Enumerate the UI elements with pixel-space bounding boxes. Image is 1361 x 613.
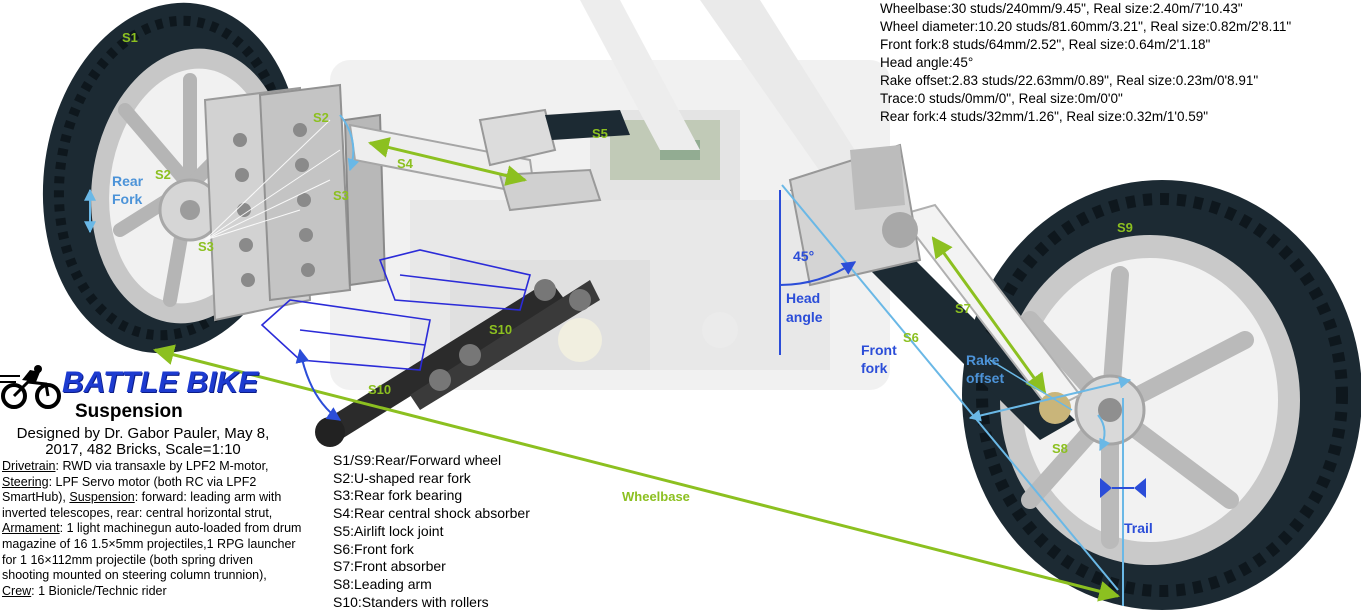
logo-subtitle: Suspension [75,401,183,422]
desc-value-steering: : LPF Servo motor (both RC via LPF2 Smar… [2,474,257,505]
dimension-lines [84,114,1146,606]
part-labels: S1 S2 S2 S3 S3 S4 S5 S6 S7 S8 S9 S10 S10… [122,30,1133,504]
label-s10-lower: S10 [368,382,391,397]
label-front-fork-2: fork [861,360,888,376]
desc-value-crew: : 1 Bionicle/Technic rider [31,583,167,598]
annotation-labels: Rear Fork 45° Head angle Front fork Rake… [112,173,1153,536]
desc-key-crew: Crew [2,583,32,598]
desc-value-drivetrain: : RWD via transaxle by LPF2 M-motor, [55,459,269,473]
logo-title: BATTLE BIKE [62,366,259,399]
label-rake-2: offset [966,370,1004,386]
label-head-angle-2: angle [786,309,823,325]
spec-rake-offset: Rake offset:2.83 studs/22.63mm/0.89", Re… [880,73,1259,88]
desc-key-suspension: Suspension [69,490,135,505]
legend-item: S4:Rear central shock absorber [333,505,530,522]
legend-item: S5:Airlift lock joint [333,522,444,539]
design-credits: Designed by Dr. Gabor Pauler, May 8, 201… [16,425,270,458]
label-rake-1: Rake [966,352,1000,368]
spec-wheel-diameter: Wheel diameter:10.20 studs/81.60mm/3.21"… [880,19,1292,34]
label-s2-top: S2 [313,110,329,125]
desc-value-suspension: : forward: leading arm with inverted tel… [2,490,282,520]
desc-value-armament: : 1 light machinegun auto-loaded from dr… [2,521,302,583]
label-front-fork-1: Front [861,342,897,358]
legend-item: S2:U-shaped rear fork [333,469,471,486]
legend-item: S6:Front fork [333,540,414,557]
label-s8: S8 [1052,441,1068,456]
desc-key-drivetrain: Drivetrain [2,459,56,473]
spec-front-fork: Front fork:8 studs/64mm/2.52", Real size… [880,37,1211,52]
legend-item: S3:Rear fork bearing [333,487,463,504]
label-s2-mid: S2 [155,167,171,182]
label-rear-fork-2: Fork [112,191,143,207]
legend-item: S8:Leading arm [333,575,432,592]
desc-key-steering: Steering [2,474,49,489]
rear-fork-assembly [203,83,387,322]
label-s3-right: S3 [333,188,349,203]
legend-item: S10:Standers with rollers [333,593,489,610]
parts-legend: S1/S9:Rear/Forward wheel S2:U-shaped rea… [333,452,593,611]
legend-item: S7:Front absorber [333,558,446,575]
label-s4: S4 [397,156,414,171]
vehicle-description: Drivetrain: RWD via transaxle by LPF2 M-… [2,459,302,599]
label-wheelbase: Wheelbase [622,489,690,504]
label-s3-bottom: S3 [198,239,214,254]
motorcycle-rider-icon [0,365,61,409]
spec-wheelbase: Wheelbase:30 studs/240mm/9.45", Real siz… [880,1,1243,16]
label-s10-upper: S10 [489,322,512,337]
label-rear-fork-1: Rear [112,173,144,189]
label-trail: Trail [1124,520,1153,536]
specifications-list: Wheelbase:30 studs/240mm/9.45", Real siz… [880,0,1358,126]
label-head-angle-1: Head [786,290,820,306]
spec-head-angle: Head angle:45° [880,55,974,70]
label-s1: S1 [122,30,138,45]
label-s7: S7 [955,301,971,316]
spec-rear-fork: Rear fork:4 studs/32mm/1.26", Real size:… [880,109,1209,124]
label-s5: S5 [592,126,608,141]
label-s9: S9 [1117,220,1133,235]
desc-key-armament: Armament [2,521,60,536]
label-head-angle-value: 45° [793,248,814,264]
legend-item: S1/S9:Rear/Forward wheel [333,452,502,468]
spec-trace: Trace:0 studs/0mm/0", Real size:0m/0'0" [880,91,1123,106]
label-s6: S6 [903,330,919,345]
